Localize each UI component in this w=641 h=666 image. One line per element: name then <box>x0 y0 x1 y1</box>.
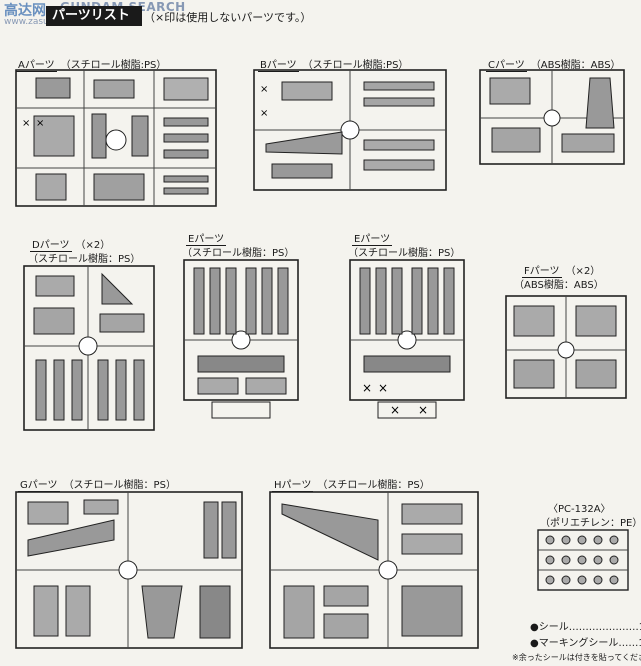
part-d-count: （×2） <box>75 240 111 251</box>
title-note: （×印は使用しないパーツです。） <box>144 11 312 24</box>
svg-text:×: × <box>260 108 268 119</box>
part-d-label: Dパーツ（×2） <box>30 236 110 252</box>
runner-e1 <box>182 258 300 422</box>
pc-part-name: 〈PC-132A〉 <box>548 504 611 515</box>
part-g-material: （スチロール樹脂：PS） <box>63 480 176 491</box>
runner-d <box>22 264 156 432</box>
page-title: パーツリスト <box>46 6 142 26</box>
part-a-material: （スチロール樹脂:PS） <box>60 60 167 71</box>
svg-text:×: × <box>362 381 372 395</box>
svg-text:×: × <box>418 403 428 417</box>
runner-c <box>478 68 626 166</box>
svg-text:×: × <box>36 118 44 129</box>
pc-part-material: （ポリエチレン：PE） <box>540 518 641 529</box>
part-c-material: （ABS樹脂：ABS） <box>530 60 621 71</box>
part-c-name: Cパーツ <box>486 56 527 72</box>
part-d-name: Dパーツ <box>30 236 72 252</box>
part-f-count: （×2） <box>565 266 601 277</box>
part-a-name: Aパーツ <box>16 56 57 72</box>
footnote: ※余ったシールは付きを貼ってください。 <box>512 653 641 662</box>
part-f-material: （ABS樹脂：ABS） <box>514 280 604 291</box>
svg-text:×: × <box>390 403 400 417</box>
part-e2-material: （スチロール樹脂：PS） <box>348 248 461 259</box>
svg-text:×: × <box>378 381 388 395</box>
runner-h <box>268 490 480 652</box>
sticker-count: ●シール…………………1 <box>530 622 641 633</box>
part-e1-label: Eパーツ <box>186 230 230 246</box>
part-b-material: （スチロール樹脂:PS） <box>302 60 409 71</box>
part-e2-name: Eパーツ <box>352 230 393 246</box>
part-e2-label: Eパーツ <box>352 230 396 246</box>
runner-a: × × <box>14 68 218 208</box>
part-d-material: （スチロール樹脂：PS） <box>28 254 141 265</box>
part-h-material: （スチロール樹脂：PS） <box>317 480 430 491</box>
part-c-label: Cパーツ（ABS樹脂：ABS） <box>486 56 621 72</box>
runner-e2: × × × × <box>348 258 466 422</box>
watermark-logo: 高达网 <box>4 3 46 19</box>
part-f-name: Fパーツ <box>522 262 562 278</box>
watermark-url: www.zasunc.cn <box>4 17 73 27</box>
part-f-label: Fパーツ（×2） <box>522 262 600 278</box>
pc-runner <box>536 528 630 596</box>
marking-sticker-count: ●マーキングシール……1 <box>530 638 641 649</box>
part-b-label: Bパーツ（スチロール樹脂:PS） <box>258 56 408 72</box>
part-b-name: Bパーツ <box>258 56 299 72</box>
svg-text:×: × <box>22 118 30 129</box>
part-a-label: Aパーツ（スチロール樹脂:PS） <box>16 56 166 72</box>
runner-b: × × <box>252 68 448 192</box>
part-e1-name: Eパーツ <box>186 230 227 246</box>
runner-f <box>504 294 628 412</box>
part-e1-material: （スチロール樹脂：PS） <box>182 248 295 259</box>
runner-g <box>14 490 244 652</box>
svg-text:×: × <box>260 84 268 95</box>
